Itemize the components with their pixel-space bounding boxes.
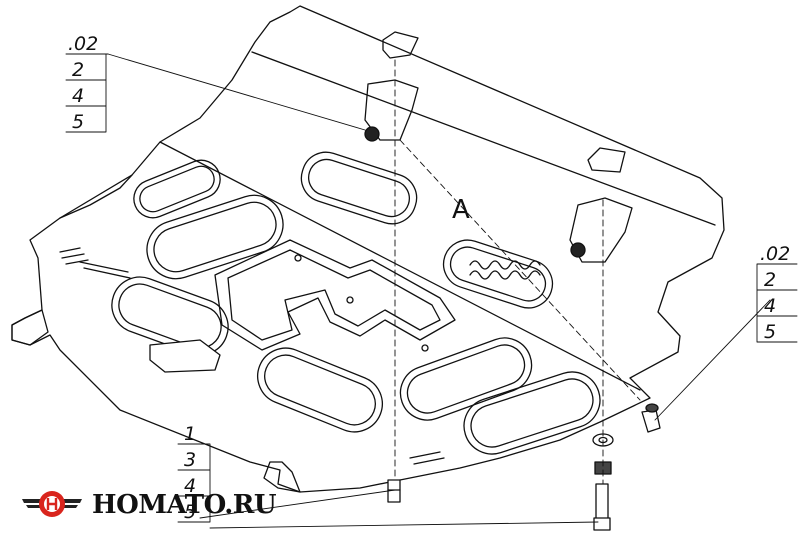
callout-labels-right: .02 2 4 5 bbox=[760, 243, 790, 343]
leader-lines bbox=[107, 53, 771, 529]
brand-logo[interactable]: HOMATO.RU bbox=[20, 483, 277, 527]
brand-name: HOMATO.RU bbox=[92, 490, 277, 520]
callout-table-top-left bbox=[65, 53, 109, 133]
nut bbox=[594, 461, 612, 475]
callout-label: 5 bbox=[764, 321, 776, 343]
rib-row-2 bbox=[146, 194, 456, 351]
callout-label: 3 bbox=[184, 449, 196, 471]
rib-row-3 bbox=[111, 276, 601, 455]
callout-labels-top-left: .02 2 4 5 bbox=[68, 33, 98, 133]
callout-labels-bottom: 1 3 4 5 bbox=[184, 423, 196, 523]
callout-label: 5 bbox=[72, 111, 84, 133]
assembly-axes bbox=[394, 59, 641, 485]
vent-slots bbox=[469, 260, 541, 280]
callout-label: 2 bbox=[72, 59, 84, 81]
rib-row-1 bbox=[133, 151, 554, 309]
plate-mark-label: A bbox=[452, 195, 470, 225]
callout-label: 5 bbox=[184, 501, 196, 523]
callout-label: 4 bbox=[764, 295, 776, 317]
bracket-top bbox=[364, 31, 419, 142]
mounting-tab-left bbox=[11, 309, 49, 346]
skid-plate-outline bbox=[11, 5, 725, 493]
mounting-holes bbox=[294, 254, 429, 352]
callout-label: 4 bbox=[184, 475, 196, 497]
fold-line-upper bbox=[251, 51, 716, 226]
callout-label: 4 bbox=[72, 85, 84, 107]
mounting-tab-bottom bbox=[263, 461, 301, 493]
callout-label: .02 bbox=[68, 33, 98, 55]
vent-slots-left bbox=[59, 247, 445, 465]
bolt-long bbox=[593, 483, 611, 531]
callout-table-right bbox=[756, 263, 798, 343]
callout-label: 2 bbox=[764, 269, 776, 291]
callout-table-bottom bbox=[177, 443, 211, 523]
plate-inner-edge bbox=[59, 174, 133, 219]
homato-winged-logo-icon bbox=[22, 491, 82, 517]
callout-label: 1 bbox=[184, 423, 196, 445]
bolt-right bbox=[641, 403, 661, 433]
callout-label: .02 bbox=[760, 243, 790, 265]
bracket-right bbox=[569, 147, 633, 263]
fold-line-lower bbox=[159, 141, 641, 391]
